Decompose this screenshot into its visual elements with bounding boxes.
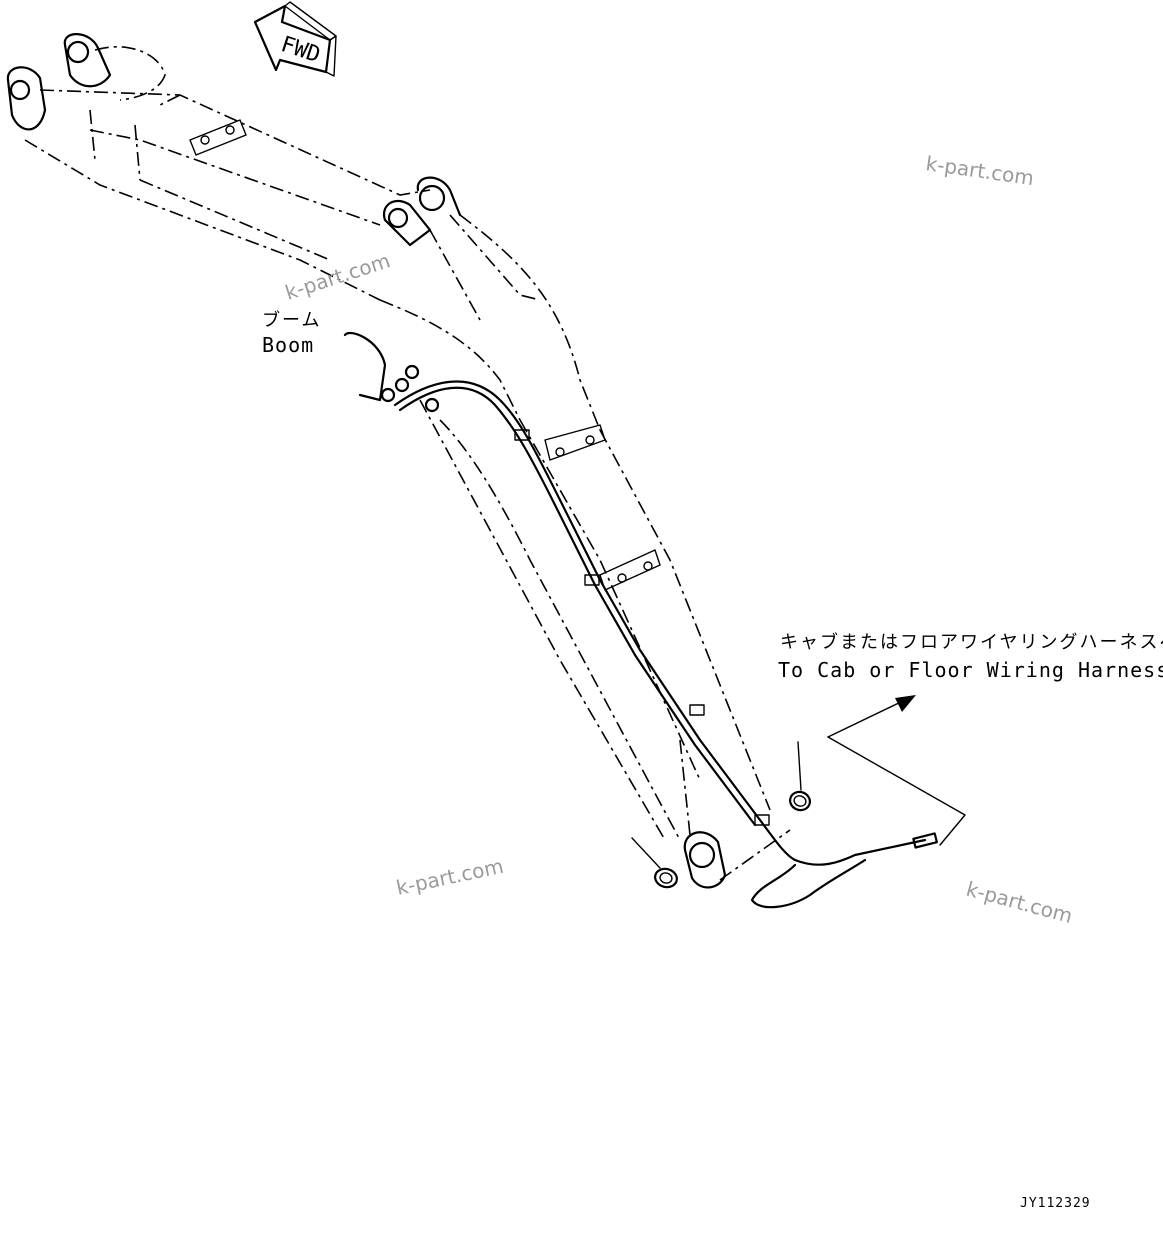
- watermark-4: k-part.com: [964, 877, 1075, 928]
- boom-outline: [6, 33, 791, 889]
- o-ring-left: [631, 837, 678, 889]
- o-ring-right: [789, 741, 811, 812]
- boom-label-en: Boom: [262, 333, 314, 357]
- wiring-harness: [393, 380, 938, 909]
- watermark-1: k-part.com: [924, 151, 1035, 190]
- harness-leader-arrowhead: [895, 695, 916, 712]
- watermark-2: k-part.com: [282, 248, 393, 304]
- harness-label-en: To Cab or Floor Wiring Harness: [778, 658, 1163, 682]
- harness-label-jp: キャブまたはフロアワイヤリングハーネスへ: [780, 631, 1163, 653]
- boom-label: ブーム Boom: [262, 309, 321, 357]
- drawing-code: JY112329: [1020, 1196, 1091, 1211]
- fwd-arrow-text: FWD: [278, 32, 324, 68]
- fwd-arrow: FWD: [253, 1, 337, 77]
- harness-leader-line: [827, 736, 966, 846]
- harness-label: キャブまたはフロアワイヤリングハーネスへ To Cab or Floor Wir…: [778, 631, 1163, 846]
- watermark-3: k-part.com: [394, 854, 506, 900]
- boom-label-jp: ブーム: [262, 309, 321, 331]
